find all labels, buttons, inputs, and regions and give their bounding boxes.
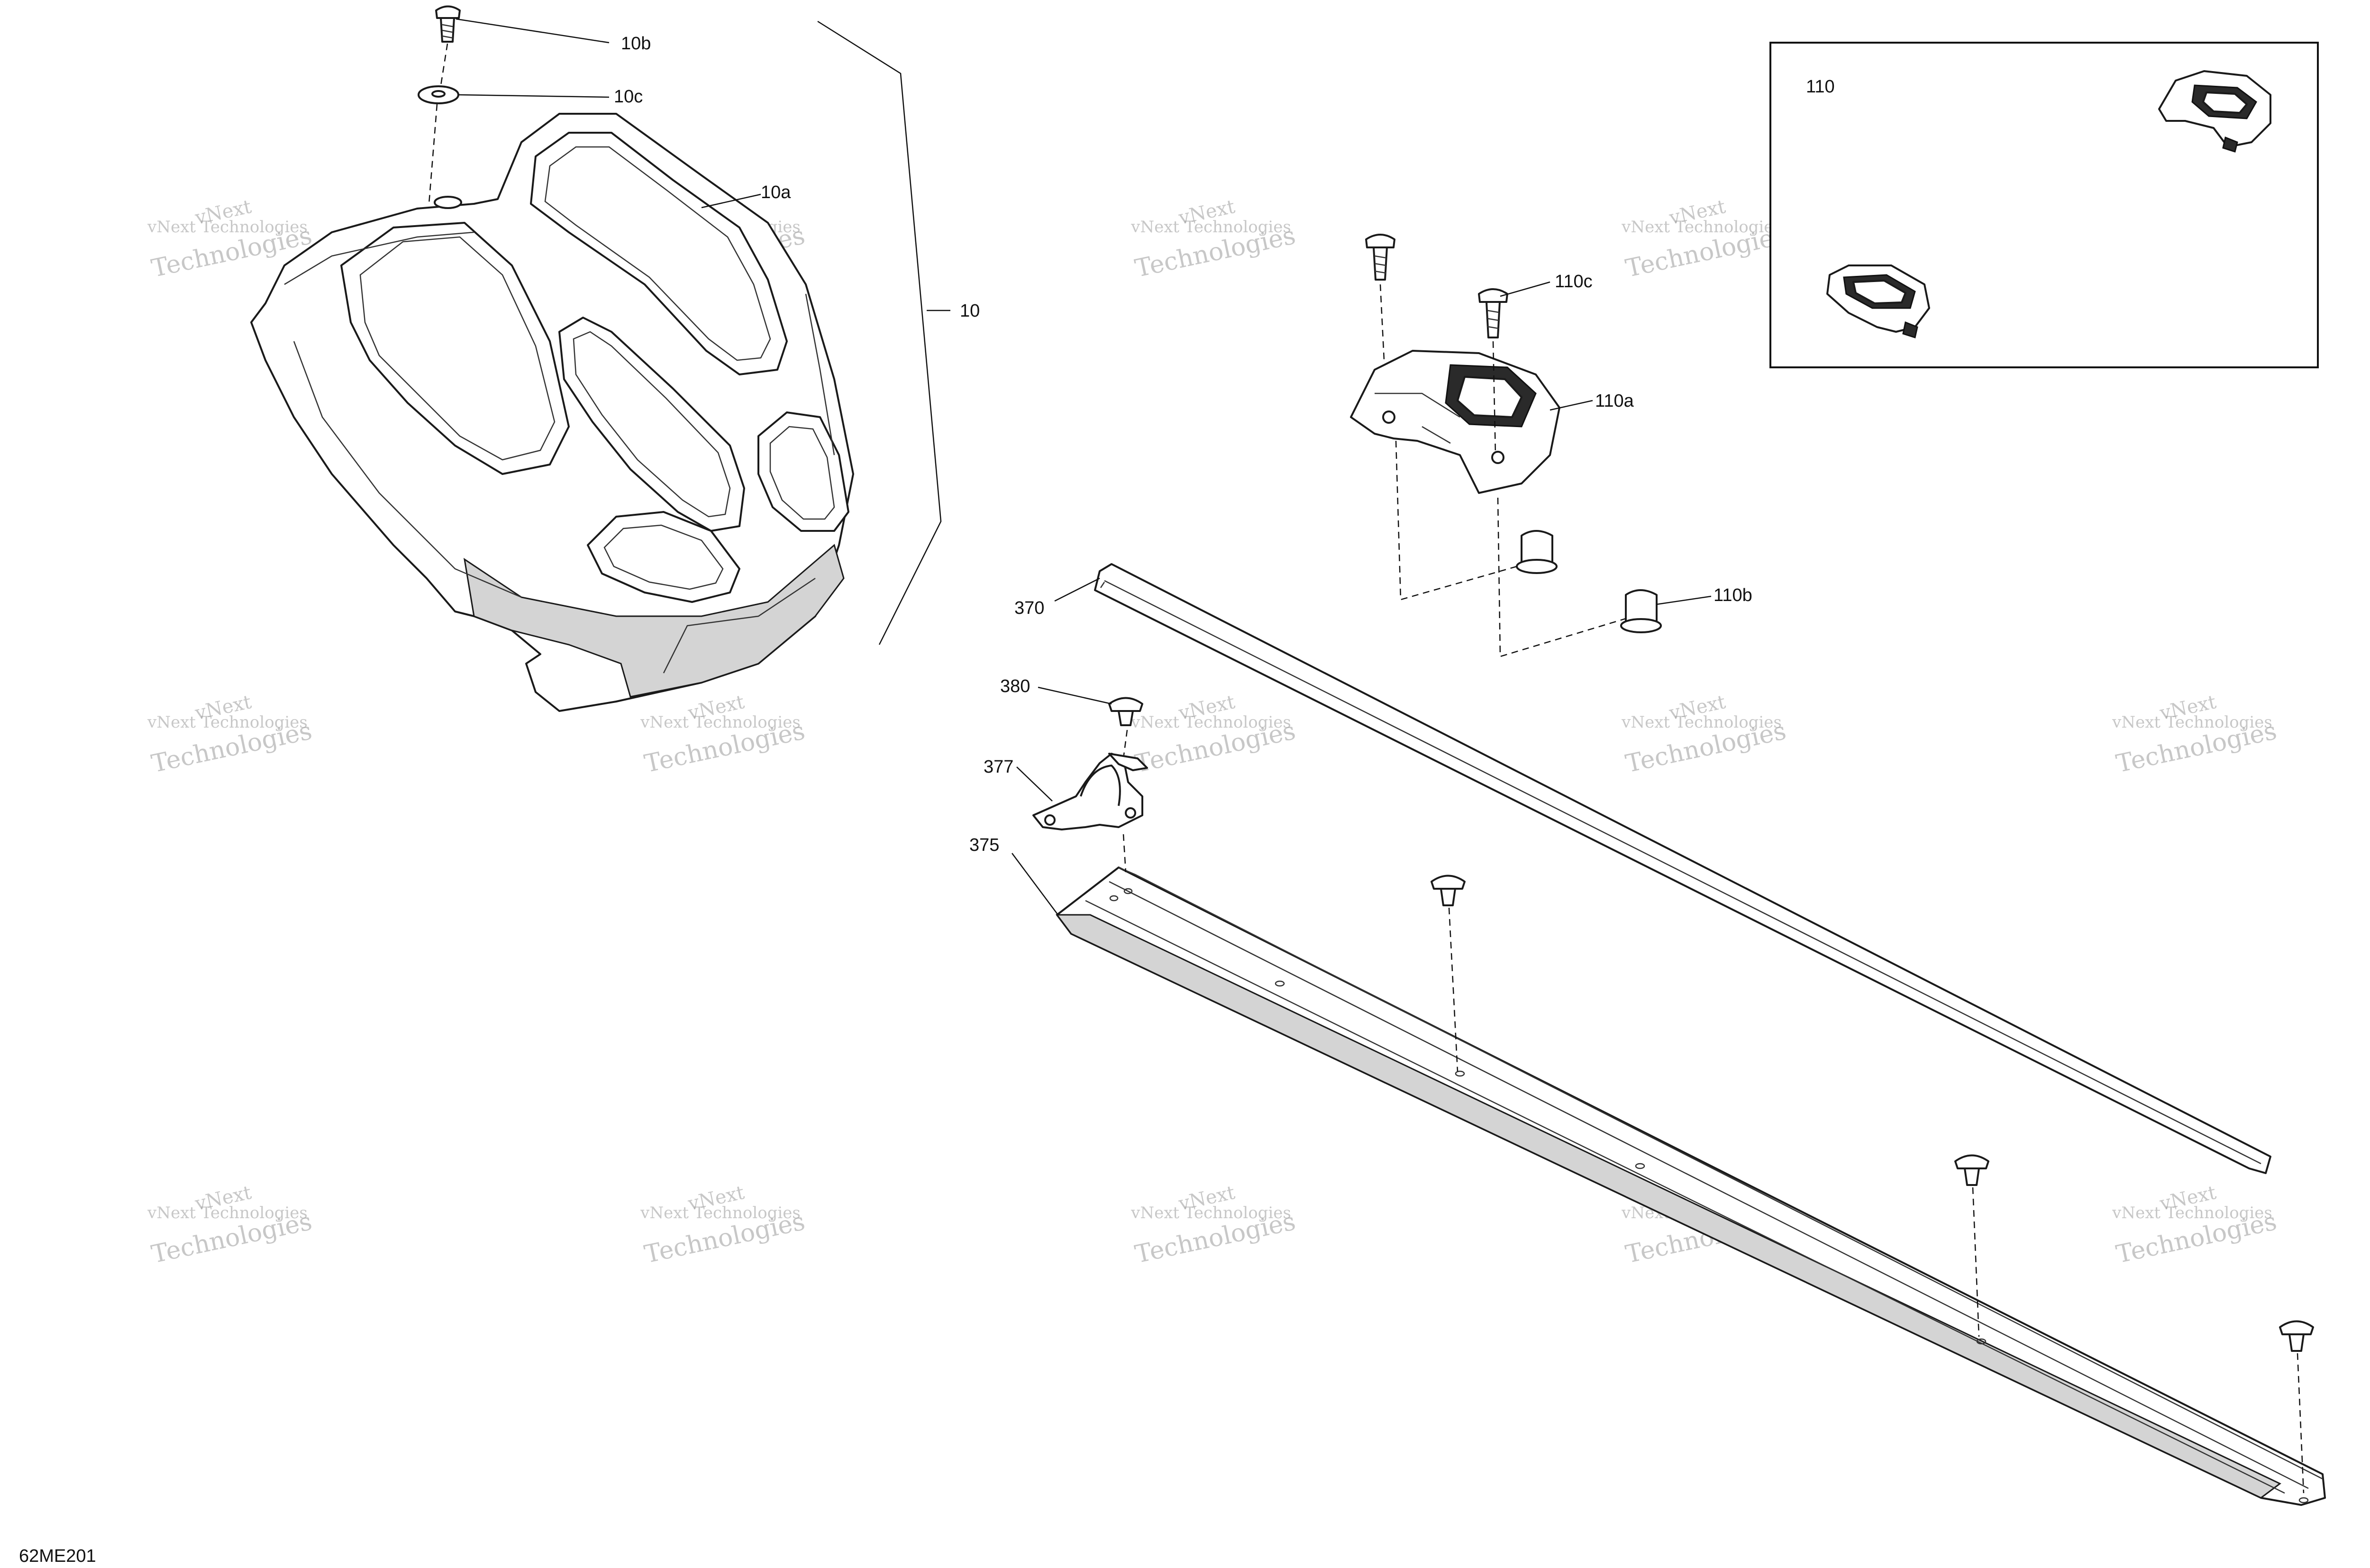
dash-line-10: [428, 43, 448, 204]
dash-line-rivet-c: [2297, 1353, 2305, 1494]
leader-370: [1054, 577, 1100, 602]
nut-part-110b-a[interactable]: [1516, 530, 1558, 574]
leader-10c: [458, 94, 610, 98]
watermark-text: vNext Technologies: [1621, 218, 1782, 237]
dash-line-110-b: [1492, 341, 1626, 657]
callout-110: 110: [1806, 77, 1835, 97]
washer-part-10c[interactable]: [418, 85, 459, 104]
callout-377: 377: [984, 757, 1013, 777]
watermark-text: vNext Technologies: [1130, 713, 1291, 732]
callout-110c: 110c: [1555, 272, 1593, 292]
leader-110c: [1500, 281, 1550, 297]
watermark-text: vNext Technologies: [1130, 1203, 1291, 1222]
watermark-text: vNext Technologies: [640, 1203, 801, 1222]
rail-part-370[interactable]: [1094, 563, 2271, 1174]
screw-part-10b[interactable]: [435, 5, 461, 43]
leader-377: [1016, 766, 1053, 802]
dash-line-110-a: [1379, 284, 1517, 601]
watermark-text: vNext Technologies: [2112, 713, 2272, 732]
inset-handle-bottom: [1826, 264, 1930, 338]
callout-110b: 110b: [1714, 585, 1752, 605]
dash-line-377: [1122, 834, 1127, 873]
watermark-text: vNext Technologies: [2112, 1203, 2272, 1222]
callout-380: 380: [1000, 676, 1030, 696]
clamp-part-377[interactable]: [1032, 753, 1148, 830]
leader-375: [1011, 853, 1059, 915]
dash-line-rivet-a: [1448, 907, 1458, 1072]
dash-line-rivet-b: [1972, 1187, 1980, 1337]
leader-110a: [1550, 400, 1593, 411]
watermark-text: vNext Technologies: [147, 713, 308, 732]
inset-box-110: 110: [1769, 42, 2319, 368]
screw-part-110c-a[interactable]: [1365, 234, 1395, 281]
inset-handle-top: [2158, 70, 2271, 153]
leader-380: [1038, 686, 1112, 705]
callout-110a: 110a: [1595, 391, 1634, 411]
watermark-text: vNext Technologies: [1130, 218, 1291, 237]
watermark-text: vNext Technologies: [1621, 713, 1782, 732]
callout-10b: 10b: [621, 34, 651, 54]
watermark-text: vNext Technologies: [640, 713, 801, 732]
leader-10b: [456, 18, 610, 44]
rivet-lower-a[interactable]: [1431, 875, 1466, 906]
leader-110b: [1656, 595, 1712, 605]
rivet-lower-b[interactable]: [1954, 1154, 1989, 1186]
callout-370: 370: [1014, 598, 1044, 618]
callout-10a: 10a: [761, 182, 791, 202]
watermark-text: vNext Technologies: [147, 1203, 308, 1222]
leader-10a: [701, 193, 761, 209]
figure-code: 62ME201: [19, 1546, 96, 1566]
nut-part-110b-b[interactable]: [1620, 589, 1662, 633]
screw-part-110c-b[interactable]: [1478, 288, 1508, 338]
rivet-lower-c[interactable]: [2279, 1320, 2314, 1352]
rail-part-375[interactable]: [1056, 866, 2326, 1506]
dash-line-380: [1122, 729, 1128, 759]
rivet-part-380[interactable]: [1108, 697, 1143, 726]
callout-375: 375: [969, 835, 999, 855]
bracket-10: [817, 20, 942, 645]
callout-10c: 10c: [614, 87, 643, 107]
callout-10: 10: [960, 301, 980, 321]
front-guard-part-10[interactable]: [250, 113, 854, 712]
handle-part-110a[interactable]: [1350, 350, 1560, 494]
watermark-text: vNext Technologies: [147, 218, 308, 237]
